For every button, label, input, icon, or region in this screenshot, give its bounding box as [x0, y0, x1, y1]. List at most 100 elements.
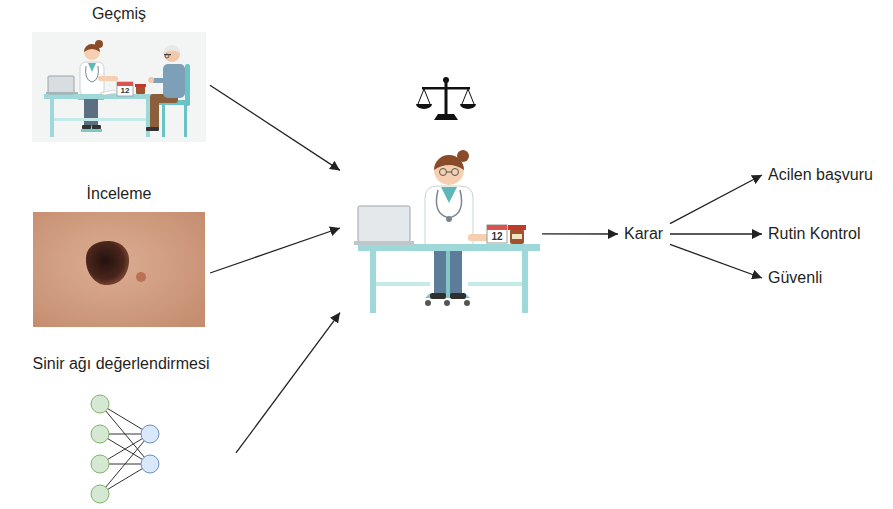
consultation-illustration-part: [100, 90, 118, 95]
doctor-illustration-part: [425, 186, 473, 246]
doctor-illustration-part: [464, 300, 470, 306]
consultation-illustration-part: [86, 66, 99, 82]
neural-network-figure-part: [91, 395, 109, 413]
consultation-illustration-part: [48, 76, 74, 94]
doctor-illustration-part: [487, 225, 507, 243]
consultation-illustration-part: [98, 76, 118, 81]
doctor-illustration-part: [508, 225, 526, 230]
node-label: Rutin Kontrol: [768, 225, 861, 243]
doctor-illustration-part: [358, 244, 540, 251]
consultation-illustration-part: [164, 46, 180, 62]
node-label: Karar: [624, 225, 663, 243]
calendar-number: 12: [487, 230, 507, 243]
doctor-illustration-part: [522, 251, 528, 313]
doctor-illustration-part: [358, 206, 410, 242]
consultation-illustration-part: [88, 63, 96, 72]
doctor-illustration-part: [510, 229, 524, 244]
consultation-illustration-part: [95, 40, 103, 48]
outcome-node: Rutin Kontrol: [762, 221, 867, 247]
doctor-illustration-part: [450, 293, 466, 299]
balance-scale-icon-part: [422, 87, 470, 90]
consultation-illustration-part: [162, 105, 165, 137]
balance-scale-icon-part: [462, 89, 468, 104]
doctor-illustration-part: [430, 293, 446, 299]
consultation-illustration-part: [136, 86, 145, 94]
balance-scale-icon-part: [460, 104, 476, 109]
doctor-illustration-part: [440, 169, 447, 176]
balance-scale-icon-part: [416, 104, 432, 109]
doctor-illustration-part: [512, 234, 522, 239]
node-label: Güvenli: [768, 269, 822, 287]
flow-arrow: [670, 244, 762, 278]
doctor-illustration-part: [370, 251, 376, 313]
flow-arrow: [210, 85, 340, 170]
consultation-illustration-part: [117, 82, 133, 86]
panel-heading: Sinir ağı değerlendirmesi: [33, 354, 210, 374]
mole-photo-part: [86, 241, 129, 285]
doctor-illustration-part: [468, 282, 522, 286]
consultation-illustration-part: [82, 125, 91, 129]
neural-network-figure: [91, 395, 159, 503]
doctor-illustration-part: [446, 216, 452, 222]
consultation-illustration-part: [32, 32, 206, 142]
mole-photo-part: [136, 272, 146, 282]
panel-heading: İnceleme: [87, 184, 152, 204]
balance-scale-icon-part: [468, 89, 474, 104]
doctor-illustration-part: [436, 190, 461, 218]
consultation-illustration-part: [84, 96, 98, 126]
flow-arrow: [210, 228, 340, 273]
doctor-illustration-part: [425, 294, 470, 298]
consultation-illustration-part: [184, 105, 187, 137]
doctor-illustration-part: [450, 251, 462, 295]
consultation-illustration-part: [165, 54, 169, 58]
doctor-illustration-part: [434, 251, 446, 295]
consultation-illustration-part: [150, 100, 159, 128]
neural-network-figure-part: [91, 425, 109, 443]
consultation-illustration-part: [92, 125, 101, 129]
consultation-illustration-part: [135, 84, 146, 87]
outcome-node: Acilen başvuru: [762, 162, 879, 188]
consultation-illustration-part: [164, 45, 180, 53]
mole-photo-part: [33, 212, 205, 327]
consultation-illustration-part: [44, 94, 156, 99]
neural-network-figure-part: [91, 485, 109, 503]
outcome-node: Güvenli: [762, 265, 829, 291]
consultation-illustration-part: [146, 99, 150, 137]
consultation-illustration-part: [46, 92, 78, 94]
doctor-panel: 12: [340, 138, 542, 318]
consultation-illustration-part: [148, 77, 154, 83]
balance-scale-icon-part: [418, 89, 424, 104]
doctor-illustration-part: [452, 169, 459, 176]
network-panel: Sinir ağı değerlendirmesi: [6, 350, 236, 506]
doctor-illustration-part: [441, 187, 457, 203]
consultation-illustration-part: [152, 78, 168, 83]
flow-arrow: [670, 233, 762, 234]
doctor-illustration-part: [447, 172, 452, 173]
neural-network-figure-part: [91, 455, 109, 473]
consultation-illustration-part: [185, 64, 190, 106]
doctor-illustration-part: [354, 241, 414, 245]
calendar-number: 12: [117, 86, 133, 96]
neural-network-figure-part: [141, 425, 159, 443]
consultation-illustration-part: [117, 82, 133, 96]
balance-scale-icon-part: [424, 89, 430, 104]
node-label: Acilen başvuru: [768, 166, 873, 184]
flow-arrow: [670, 175, 762, 224]
balance-scale-icon-part: [434, 114, 458, 120]
flow-arrow: [236, 313, 340, 453]
doctor-illustration-part: [457, 150, 469, 162]
consultation-illustration-part: [50, 99, 54, 137]
doctor-illustration-part: [425, 300, 431, 306]
doctor-illustration-part: [444, 300, 450, 306]
consultation-illustration-part: [81, 129, 102, 132]
balance-scale-icon: [416, 77, 476, 120]
flow-arrow: [542, 233, 618, 234]
panel-heading: Geçmiş: [92, 4, 146, 24]
doctor-illustration-part: [487, 225, 507, 230]
decision-node: Karar: [618, 221, 670, 247]
photo-panel: İnceleme: [28, 180, 210, 330]
neural-network-figure-part: [141, 455, 159, 473]
consultation-illustration-part: [54, 118, 146, 121]
